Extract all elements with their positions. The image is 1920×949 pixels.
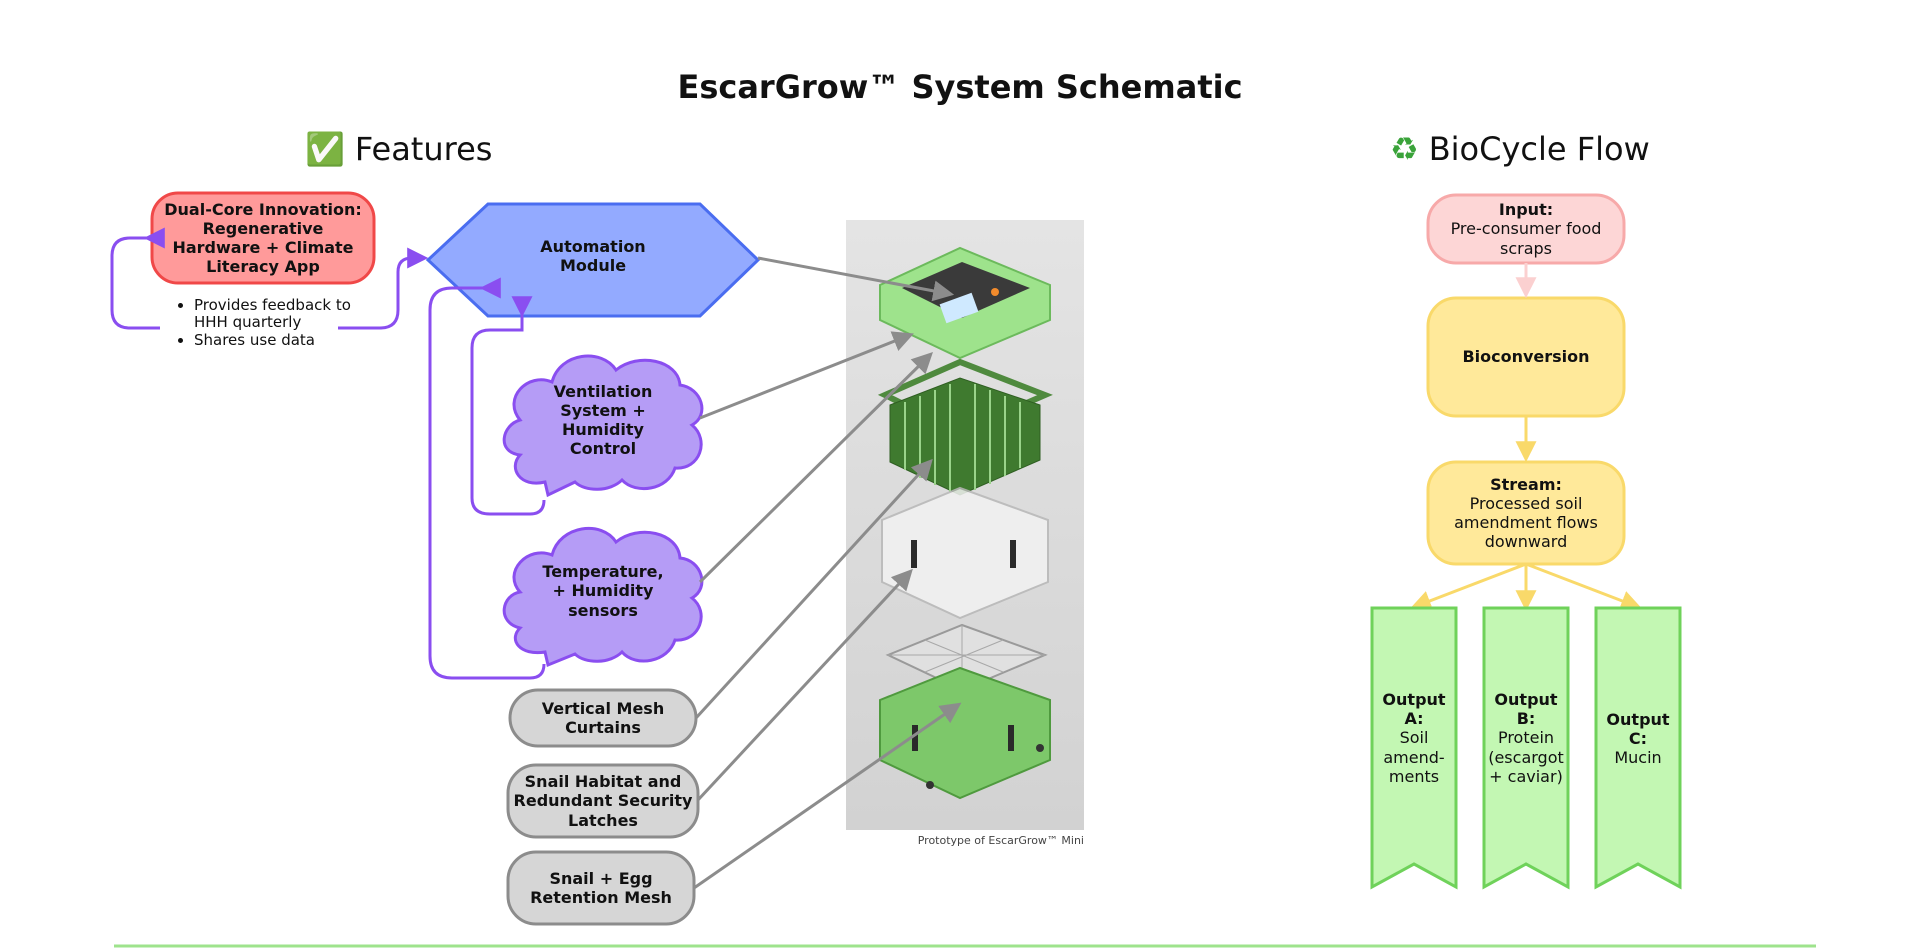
input-text: Input: Pre-consumer food scraps — [1428, 195, 1624, 263]
stream-title: Stream: — [1490, 474, 1562, 494]
bioconversion-title: Bioconversion — [1462, 347, 1590, 367]
ventilation-label: Ventilation System + Humidity Control — [553, 381, 653, 459]
automation-hexagon — [425, 202, 761, 318]
output-b-text: Output B: Protein (escargot + caviar) — [1484, 690, 1568, 786]
biocycle-heading: ♻ BioCycle Flow — [1390, 130, 1650, 168]
bullet-item: Shares use data — [194, 331, 374, 349]
temperature-cloud — [502, 526, 704, 668]
dual-core-label: Dual-Core Innovation: Regenerative Hardw… — [164, 199, 362, 277]
automation-label: Automation Module — [540, 236, 646, 275]
output-a-description: Soil amend-ments — [1383, 728, 1445, 786]
stream-text: Stream: Processed soil amendment flows d… — [1428, 462, 1624, 564]
temperature-connector — [698, 352, 933, 584]
egg-mesh-connector — [693, 702, 962, 890]
habitat-connector — [696, 568, 913, 802]
features-heading-label: Features — [354, 130, 493, 168]
stream-description: Processed soil amendment flows downward — [1454, 493, 1598, 552]
bullet-item: Provides feedback to HHH quarterly — [194, 296, 374, 332]
temperature-label: Temperature, + Humidity sensors — [542, 562, 664, 620]
mesh-curtains-label: Vertical Mesh Curtains — [541, 698, 665, 737]
check-mark-icon: ✅ — [305, 130, 345, 168]
features-heading: ✅ Features — [305, 130, 492, 168]
habitat-pill — [506, 763, 700, 839]
egg-mesh-label: Snail + Egg Retention Mesh — [530, 868, 672, 907]
output-b-banner — [1482, 606, 1570, 890]
biocycle-heading-label: BioCycle Flow — [1428, 130, 1650, 168]
output-b-title: Output B: — [1494, 690, 1558, 729]
ventilation-loop — [470, 296, 546, 516]
output-c-description: Mucin — [1614, 748, 1662, 768]
output-a-text: Output A: Soil amend-ments — [1372, 690, 1456, 786]
input-description: Pre-consumer food scraps — [1450, 219, 1602, 258]
photo-caption: Prototype of EscarGrow™ Mini — [917, 834, 1084, 847]
feedback-loop-right — [338, 247, 429, 330]
output-c-banner — [1594, 606, 1682, 890]
output-c-title: Output C: — [1606, 710, 1670, 749]
ventilation-connector — [699, 331, 914, 420]
habitat-label: Snail Habitat and Redundant Security Lat… — [513, 772, 693, 830]
automation-connector — [757, 256, 955, 302]
mesh-connector — [694, 458, 933, 720]
output-c-text: Output C: Mucin — [1596, 710, 1680, 768]
input-title: Input: — [1498, 200, 1554, 220]
feedback-loop-left — [110, 227, 165, 330]
ventilation-cloud — [502, 354, 704, 498]
output-a-banner — [1370, 606, 1458, 890]
output-b-description: Protein (escargot + caviar) — [1488, 728, 1564, 786]
recycle-icon: ♻ — [1390, 130, 1419, 168]
page-title: EscarGrow™ System Schematic — [677, 68, 1243, 106]
bioconversion-text: Bioconversion — [1428, 298, 1624, 416]
output-a-title: Output A: — [1382, 690, 1446, 729]
temperature-loop — [428, 277, 546, 680]
stream-arrow-a — [1410, 562, 1527, 611]
stream-arrow-c — [1525, 562, 1642, 611]
feedback-bullets: Provides feedback to HHH quarterly Share… — [168, 296, 374, 349]
prototype-photo — [846, 220, 1084, 830]
